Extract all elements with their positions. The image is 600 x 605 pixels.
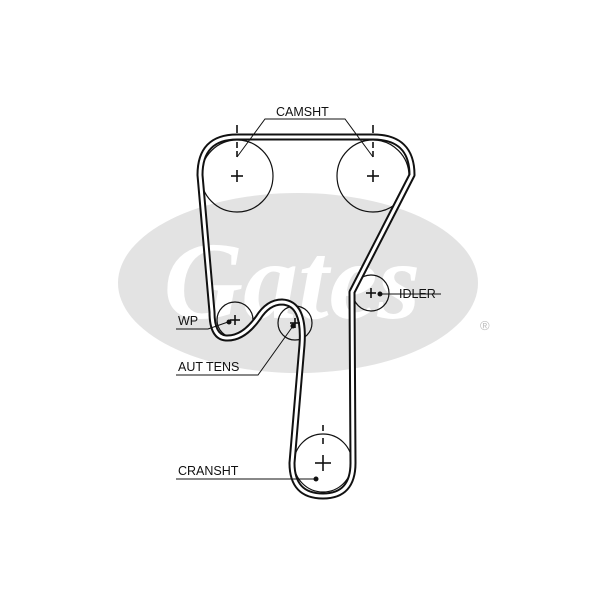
registered-mark: ® (480, 318, 490, 333)
camshaft-label: CAMSHT (276, 105, 329, 119)
camshaft-leader-line (236, 118, 374, 158)
crankshaft-label: CRANSHT (178, 464, 239, 478)
auto-tensioner-label: AUT TENS (178, 360, 239, 374)
water-pump-leader-line (176, 321, 229, 330)
pulley-center-cross-icon (366, 288, 376, 298)
pulley-center-cross-icon (367, 170, 379, 182)
timing-belt (196, 133, 416, 500)
pulley-center-cross-icon (315, 455, 331, 471)
idler-label: IDLER (399, 287, 436, 301)
pulley-center-cross-icon (231, 170, 243, 182)
pulley-center-cross-icon (230, 315, 240, 325)
auto-tensioner-leader-line (176, 325, 294, 376)
water-pump-label: WP (178, 314, 198, 328)
